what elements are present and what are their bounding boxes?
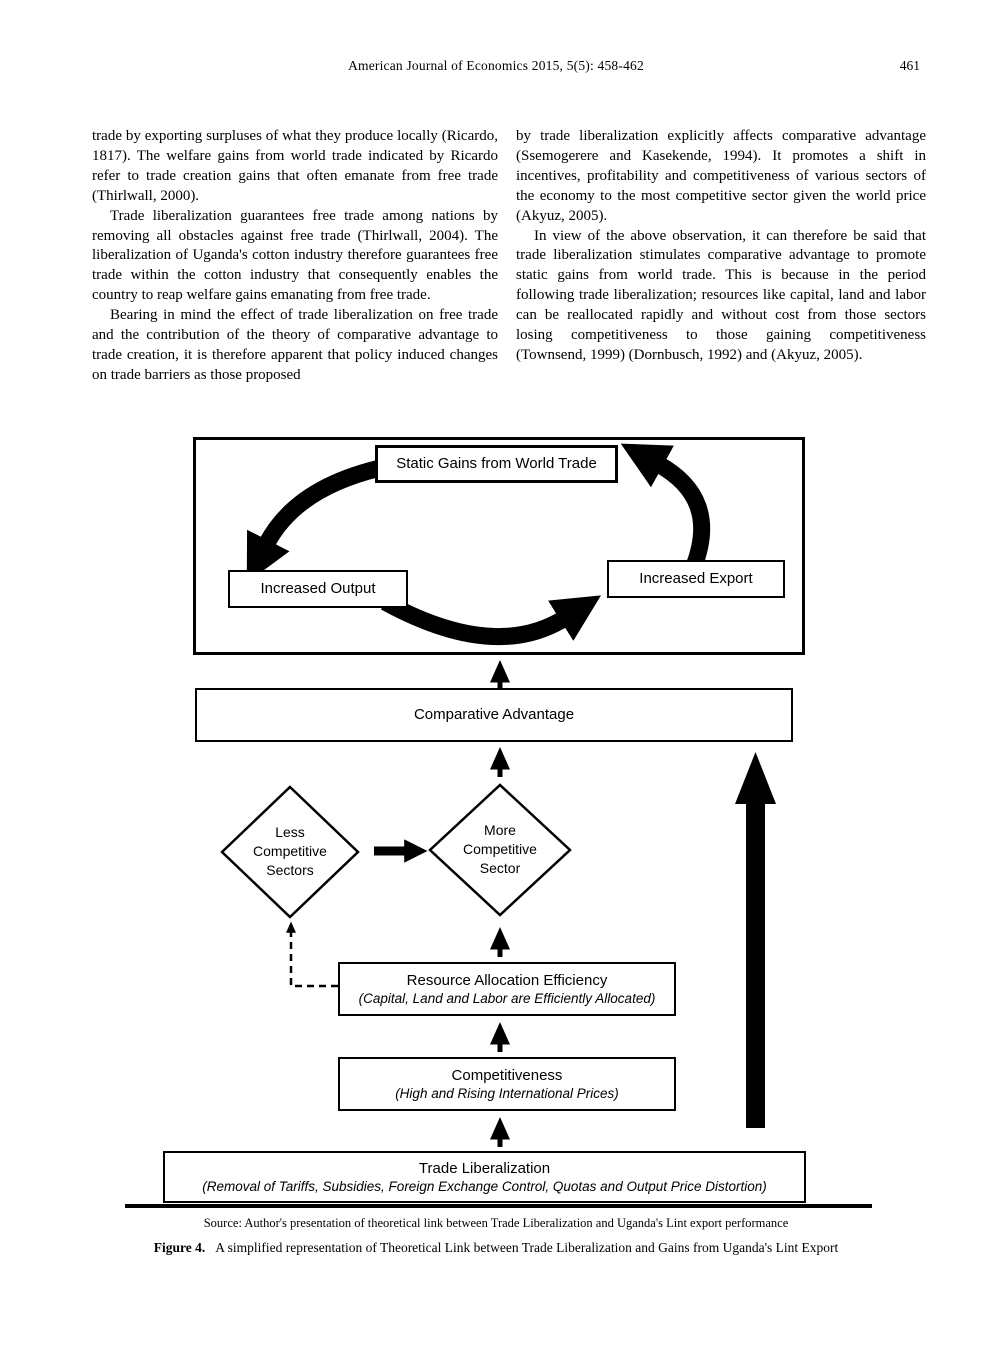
diamond-label-line: More [484, 822, 516, 838]
diamond-label-line: Competitive [253, 843, 327, 859]
box-increased-export: Increased Export [607, 560, 785, 598]
figure-caption-label: Figure 4. [153, 1240, 206, 1255]
diamond-more-competitive-label: More Competitive Sector [430, 821, 570, 878]
left-text-column: trade by exporting surpluses of what the… [92, 127, 498, 386]
box-resource-allocation: Resource Allocation Efficiency (Capital,… [338, 962, 676, 1016]
paragraph: Trade liberalization guarantees free tra… [92, 207, 498, 304]
figure-bottom-rule [125, 1204, 872, 1208]
box-resource-title: Resource Allocation Efficiency [406, 971, 608, 989]
figure-caption-text: A simplified representation of Theoretic… [215, 1240, 839, 1255]
box-increased-export-label: Increased Export [639, 570, 753, 587]
figure-caption: Figure 4. A simplified representation of … [0, 1240, 992, 1256]
arrow-big-tradelib-to-compadv [735, 752, 776, 1128]
diamond-label-line: Sector [479, 860, 521, 876]
box-static-gains: Static Gains from World Trade [375, 445, 618, 483]
journal-header: American Journal of Economics 2015, 5(5)… [348, 58, 644, 73]
box-comparative-advantage-label: Comparative Advantage [413, 706, 575, 723]
cycle-frame [193, 437, 805, 655]
box-trade-liberalization: Trade Liberalization (Removal of Tariffs… [163, 1151, 806, 1203]
box-trade-title: Trade Liberalization [418, 1159, 551, 1177]
box-increased-output-label: Increased Output [260, 580, 376, 597]
box-comparative-advantage: Comparative Advantage [195, 688, 793, 742]
diamond-less-competitive-label: Less Competitive Sectors [222, 823, 358, 880]
right-text-column: by trade liberalization explicitly affec… [516, 127, 926, 366]
page-number: 461 [899, 58, 920, 73]
box-competitiveness-subtitle: (High and Rising International Prices) [395, 1085, 619, 1101]
paragraph: trade by exporting surpluses of what the… [92, 128, 498, 204]
box-competitiveness-title: Competitiveness [451, 1066, 563, 1084]
box-increased-output: Increased Output [228, 570, 408, 608]
paragraph: by trade liberalization explicitly affec… [516, 128, 926, 224]
paragraph: Bearing in mind the effect of trade libe… [92, 307, 498, 383]
box-static-gains-label: Static Gains from World Trade [396, 455, 597, 472]
arrow-dashed-resource-to-lesscompetitive [286, 921, 338, 988]
paragraph: In view of the above observation, it can… [516, 227, 926, 363]
diamond-label-line: Sectors [266, 862, 314, 878]
diamond-label-line: Less [275, 824, 305, 840]
diamond-label-line: Competitive [463, 841, 537, 857]
box-resource-subtitle: (Capital, Land and Labor are Efficiently… [358, 990, 656, 1006]
box-trade-subtitle: (Removal of Tariffs, Subsidies, Foreign … [202, 1178, 767, 1194]
figure-source-note: Source: Author's presentation of theoret… [203, 1216, 789, 1230]
box-competitiveness: Competitiveness (High and Rising Interna… [338, 1057, 676, 1111]
